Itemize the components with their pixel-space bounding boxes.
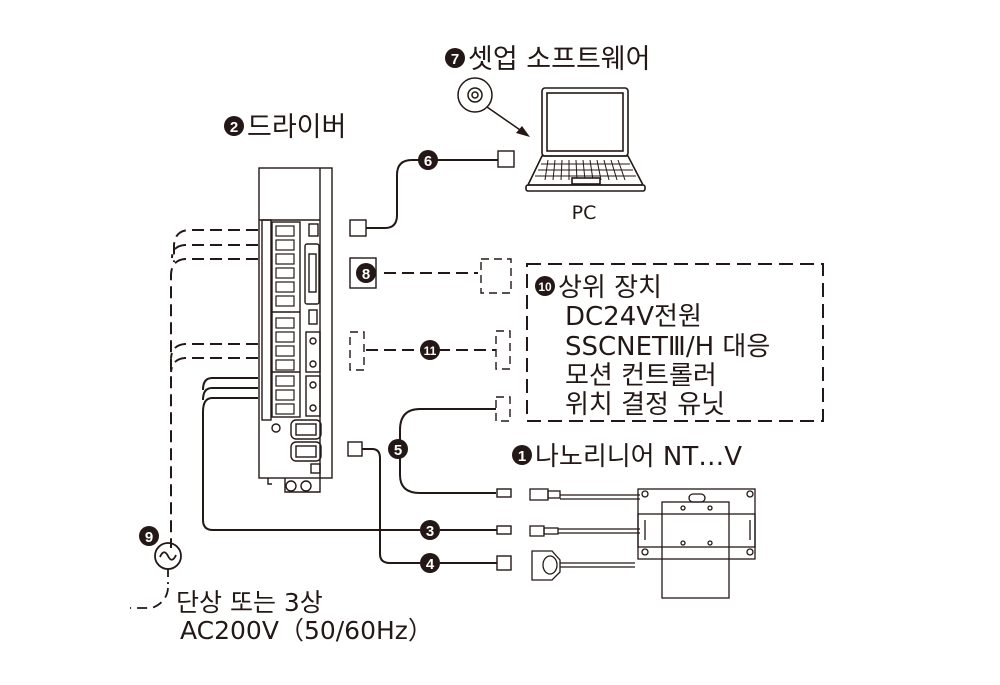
badge-4	[420, 553, 440, 573]
host-device-line-2: SSCNETⅢ/H 대응	[565, 332, 770, 362]
setup-software-text: 셋업 소프트웨어	[468, 44, 650, 75]
badge-9-text: 9	[145, 529, 153, 546]
host-device-title: 상위 장치	[558, 273, 662, 303]
install-arrow	[486, 106, 530, 137]
badge-8-text: 8	[362, 266, 370, 283]
badge-6-text: 6	[424, 153, 432, 170]
badge-4-text: 4	[426, 556, 435, 573]
badge-7	[445, 48, 465, 68]
badge-9	[139, 526, 159, 546]
cable-6: 6	[349, 150, 515, 237]
nano-linear-label: 1 나노리니어 NT…V	[512, 442, 742, 472]
badge-5-text: 5	[394, 442, 402, 459]
badge-3	[420, 520, 440, 540]
host-device-line-3: 모션 컨트롤러	[565, 361, 717, 391]
cable-4: 4	[347, 441, 512, 573]
cable-3: 3	[420, 520, 512, 540]
power-label: 9 단상 또는 3상 AC200V（50/60Hz）	[139, 526, 433, 645]
cable-8: 8	[349, 257, 512, 294]
host-device-box: 10 상위 장치 DC24V전원 SSCNETⅢ/H 대응 모션 컨트롤러 위치…	[526, 263, 824, 422]
servo-driver	[258, 167, 333, 493]
power-phase-text: 단상 또는 3상	[176, 588, 323, 617]
badge-10	[535, 276, 555, 296]
badge-3-text: 3	[426, 523, 434, 540]
setup-software-label: 7 셋업 소프트웨어	[445, 44, 650, 75]
badge-6	[418, 150, 438, 170]
driver-text: 드라이버	[247, 112, 346, 143]
badge-7-text: 7	[451, 51, 459, 68]
pc-label: PC	[572, 202, 597, 224]
cable-5: 5	[388, 396, 512, 498]
power-voltage-text: AC200V（50/60Hz）	[180, 616, 433, 645]
badge-1-text: 1	[518, 448, 526, 465]
badge-5	[388, 439, 408, 459]
laptop-icon	[525, 87, 646, 192]
cable-11: 11	[349, 330, 511, 371]
badge-1	[512, 445, 532, 465]
badge-8	[356, 263, 376, 283]
badge-11	[420, 340, 440, 360]
control-power-wiring	[202, 377, 420, 531]
nano-linear-stage	[529, 488, 756, 599]
ac-source-icon	[130, 542, 182, 609]
badge-2-text: 2	[230, 119, 238, 136]
host-device-line-4: 위치 결정 유닛	[565, 390, 725, 420]
badge-11-text: 11	[424, 344, 437, 358]
driver-label: 2 드라이버	[224, 112, 346, 143]
badge-2	[224, 116, 244, 136]
host-device-line-1: DC24V전원	[565, 302, 702, 332]
badge-10-text: 10	[538, 280, 552, 294]
nano-linear-text: 나노리니어 NT…V	[535, 442, 742, 472]
cd-icon	[457, 77, 493, 113]
main-power-wiring	[170, 229, 258, 548]
